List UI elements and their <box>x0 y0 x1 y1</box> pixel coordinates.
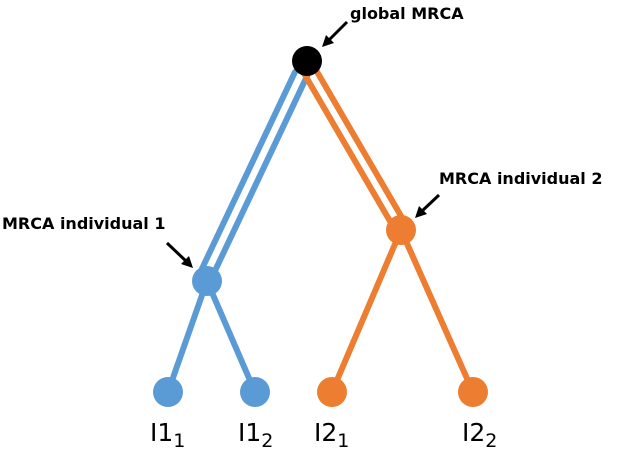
arrow-mrca-individual-2 <box>415 193 441 218</box>
branch-mrca2-to-leaf-i2-1 <box>329 227 404 395</box>
leaf-node-i1-1 <box>153 377 183 407</box>
branch-mrca1-to-leaf-i1-1 <box>165 278 210 395</box>
leaf-node-i1-2 <box>240 377 270 407</box>
mrca-individual-2-node <box>386 215 416 245</box>
arrow-global-mrca <box>322 20 349 47</box>
arrow-mrca-individual-1 <box>165 241 193 268</box>
leaf-node-i2-1 <box>317 377 347 407</box>
mrca-individual-1-node <box>192 266 222 296</box>
label-global-mrca: global MRCA <box>350 4 464 23</box>
global-mrca-node <box>292 46 322 76</box>
branch-global-to-mrca1 <box>196 69 312 278</box>
leaf-label-i2-2: I22 <box>462 418 497 452</box>
leaf-label-i1-2: I12 <box>238 418 273 452</box>
label-mrca-individual-1: MRCA individual 1 <box>2 214 166 233</box>
branch-global-to-mrca2 <box>299 67 411 231</box>
leaf-label-i2-1: I21 <box>314 418 349 452</box>
leaf-label-i1-1: I11 <box>150 418 185 452</box>
branch-mrca1-to-leaf-i1-2 <box>204 278 258 395</box>
leaf-node-i2-2 <box>458 377 488 407</box>
branch-mrca2-to-leaf-i2-2 <box>398 227 476 395</box>
label-mrca-individual-2: MRCA individual 2 <box>439 169 603 188</box>
